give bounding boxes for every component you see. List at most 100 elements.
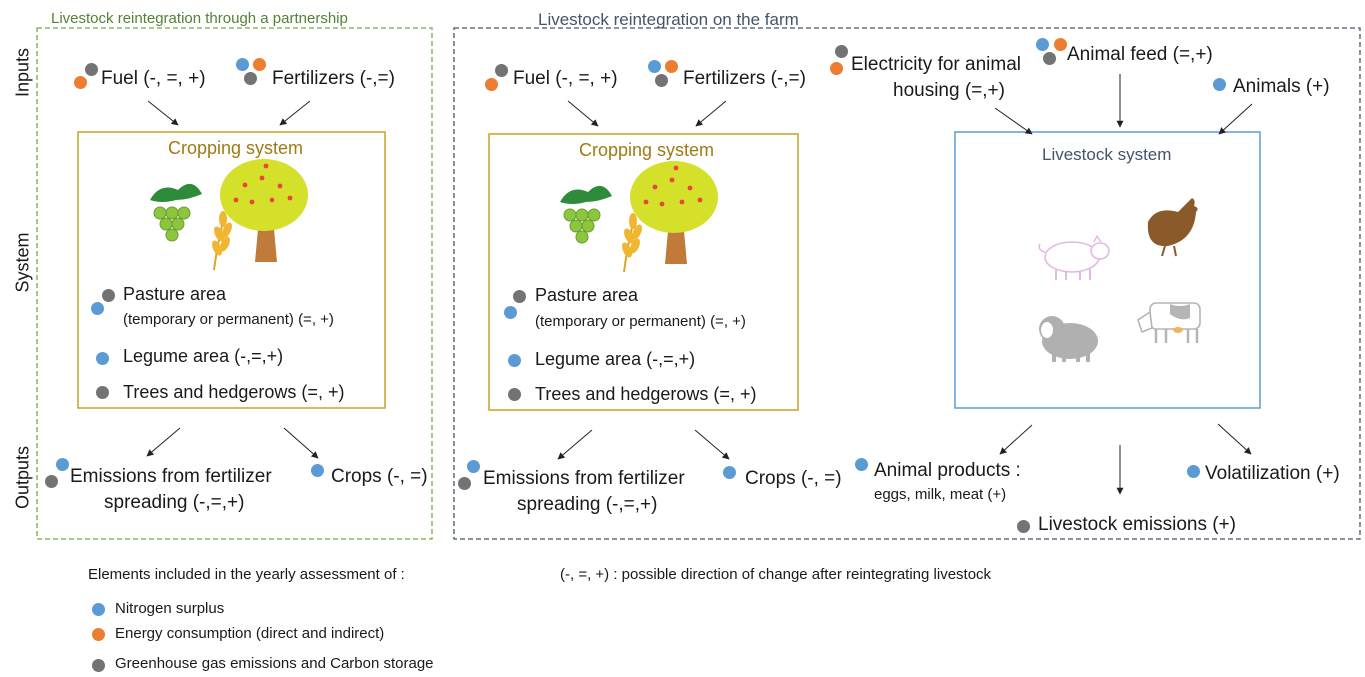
partnership-fertilizers-label: Fertilizers (-,=) (272, 68, 395, 89)
farm-box (453, 27, 1361, 540)
nitrogen-dot (723, 466, 736, 479)
nitrogen-dot (56, 458, 69, 471)
arrow-icon (567, 100, 599, 127)
arrow-icon (695, 100, 727, 127)
partnership-cropping-box (77, 131, 386, 409)
arrow-icon (557, 429, 593, 460)
energy-dot (253, 58, 266, 71)
pig-icon (1038, 234, 1110, 280)
partnership-pasture-label: Pasture area (123, 284, 227, 304)
nitrogen-dot (855, 458, 868, 471)
partnership-legume-label: Legume area (-,=,+) (123, 346, 284, 366)
farm-electricity-sublabel: housing (=,+) (893, 80, 1005, 101)
nitrogen-dot (508, 354, 521, 367)
energy-dot (74, 76, 87, 89)
nitrogen-dot (504, 306, 517, 319)
energy-dot (665, 60, 678, 73)
ghg-dot (45, 475, 58, 488)
arrow-icon (999, 424, 1033, 455)
wheat-icon (622, 213, 642, 273)
ghg-dot (495, 64, 508, 77)
farm-pasture-label: Pasture area (535, 285, 639, 305)
farm-emissions-label: Emissions from fertilizer (483, 468, 685, 489)
arrow-icon (994, 107, 1033, 135)
farm-trees-label: Trees and hedgerows (=, +) (535, 384, 757, 404)
sheep-icon (1039, 316, 1098, 362)
farm-animals-label: Animals (+) (1233, 76, 1330, 97)
ghg-dot (1017, 520, 1030, 533)
partnership-cropping-title: Cropping system (168, 138, 304, 158)
nitrogen-dot (91, 302, 104, 315)
legend-note: (-, =, +) : possible direction of change… (560, 566, 992, 583)
ghg-dot (1043, 52, 1056, 65)
partnership-emissions-sublabel: spreading (-,=,+) (104, 492, 245, 513)
arrow-icon (147, 100, 179, 126)
partnership-crops-label: Crops (-, =) (331, 466, 428, 487)
farm-cropping-title: Cropping system (579, 140, 715, 160)
partnership-title: Livestock reintegration through a partne… (51, 10, 348, 27)
ghg-dot (513, 290, 526, 303)
arrow-icon (279, 100, 311, 126)
ghg-dot (102, 289, 115, 302)
legend-nitrogen-dot (92, 603, 105, 616)
farm-legume-label: Legume area (-,=,+) (535, 349, 696, 369)
legend-item-ghg: Greenhouse gas emissions and Carbon stor… (115, 655, 434, 672)
arrow-icon (1218, 103, 1253, 135)
ghg-dot (655, 74, 668, 87)
energy-dot (1054, 38, 1067, 51)
nitrogen-dot (1187, 465, 1200, 478)
legend-heading: Elements included in the yearly assessme… (88, 566, 405, 583)
energy-dot (830, 62, 843, 75)
grapes-icon (150, 183, 202, 242)
nitrogen-dot (236, 58, 249, 71)
ghg-dot (96, 386, 109, 399)
livestock-title: Livestock system (1042, 145, 1172, 164)
partnership-emissions-label: Emissions from fertilizer (70, 466, 272, 487)
ghg-dot (458, 477, 471, 490)
farm-emissions-sublabel: spreading (-,=,+) (517, 494, 658, 515)
farm-title: Livestock reintegration on the farm (538, 10, 799, 29)
farm-pasture-sublabel: (temporary or permanent) (=, +) (535, 313, 746, 330)
legend-item-nitrogen: Nitrogen surplus (115, 600, 225, 617)
arrow-icon (694, 429, 730, 460)
nitrogen-dot (1213, 78, 1226, 91)
arrow-icon (1217, 423, 1252, 455)
energy-dot (485, 78, 498, 91)
farm-volatilization-label: Volatilization (+) (1205, 463, 1340, 484)
arrow-icon (283, 427, 319, 459)
partnership-fuel-label: Fuel (-, =, +) (101, 68, 206, 89)
farm-electricity-label: Electricity for animal (851, 54, 1021, 75)
ghg-dot (508, 388, 521, 401)
farm-fuel-label: Fuel (-, =, +) (513, 68, 618, 89)
ghg-dot (85, 63, 98, 76)
partnership-trees-label: Trees and hedgerows (=, +) (123, 382, 345, 402)
farm-animal-products-sublabel: eggs, milk, meat (+) (874, 486, 1007, 503)
ghg-dot (244, 72, 257, 85)
farm-animal-feed-label: Animal feed (=,+) (1067, 44, 1213, 65)
arrow-icon (146, 427, 181, 457)
legend-energy-dot (92, 628, 105, 641)
legend-item-energy: Energy consumption (direct and indirect) (115, 625, 385, 642)
ghg-dot (835, 45, 848, 58)
tree-icon (220, 159, 308, 262)
farm-cropping-box (488, 133, 799, 411)
legend-ghg-dot (92, 659, 105, 672)
grapes-icon (560, 185, 612, 244)
farm-fertilizers-label: Fertilizers (-,=) (683, 68, 806, 89)
farm-animal-products-label: Animal products : (874, 460, 1021, 481)
partnership-box (36, 27, 433, 540)
nitrogen-dot (467, 460, 480, 473)
nitrogen-dot (96, 352, 109, 365)
partnership-pasture-sublabel: (temporary or permanent) (=, +) (123, 311, 334, 328)
nitrogen-dot (648, 60, 661, 73)
livestock-box (954, 131, 1261, 409)
tree-icon (630, 161, 718, 264)
cow-icon (1137, 302, 1201, 343)
wheat-icon (212, 211, 232, 271)
farm-livestock-emissions-label: Livestock emissions (+) (1038, 514, 1236, 535)
chicken-icon (1147, 198, 1198, 257)
nitrogen-dot (311, 464, 324, 477)
farm-crops-label: Crops (-, =) (745, 468, 842, 489)
nitrogen-dot (1036, 38, 1049, 51)
